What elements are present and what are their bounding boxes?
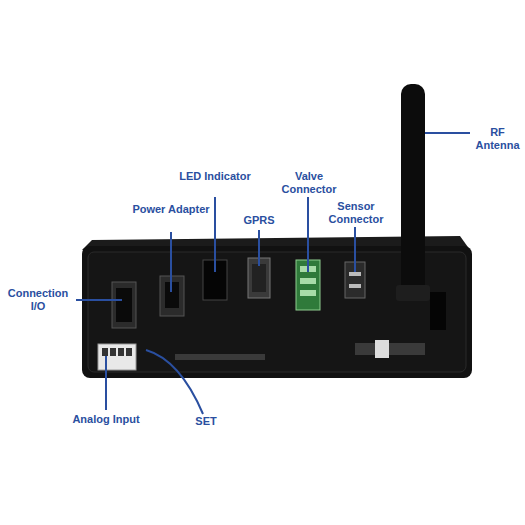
- callout-label: Power Adapter: [130, 203, 212, 216]
- leader-line: [307, 197, 309, 272]
- side-button: [430, 292, 446, 330]
- callout-label: RF Antenna: [470, 126, 525, 152]
- leader-lines: [76, 133, 470, 414]
- terminal-screw: [300, 278, 316, 284]
- dip-lever: [110, 348, 116, 356]
- leader-line: [425, 132, 470, 134]
- antenna: [401, 84, 425, 296]
- dip-lever: [126, 348, 132, 356]
- callout-label: Connection I/O: [0, 287, 76, 313]
- callout-label: Analog Input: [56, 413, 156, 426]
- leader-line: [214, 197, 216, 272]
- terminal-screw: [300, 290, 316, 296]
- callout-label: SET: [186, 415, 226, 428]
- leader-line: [105, 356, 107, 410]
- dip-lever: [102, 348, 108, 356]
- leader-line: [258, 230, 260, 266]
- callout-label: GPRS: [232, 214, 286, 227]
- leader-line: [146, 350, 203, 414]
- callout-label: Valve Connector: [276, 170, 342, 196]
- gprs-port-slot: [252, 264, 266, 292]
- sensor-pin: [349, 272, 361, 276]
- io-port-slot: [116, 288, 132, 322]
- leader-line: [170, 232, 172, 292]
- callout-label: Sensor Connector: [318, 200, 394, 226]
- dip-switch: [98, 344, 136, 370]
- leader-line: [354, 227, 356, 272]
- small-switch: [375, 340, 389, 358]
- callout-label: LED Indicator: [176, 170, 254, 183]
- leader-line: [76, 299, 122, 301]
- antenna-base: [396, 285, 430, 301]
- face-marking: [355, 343, 425, 355]
- dip-lever: [118, 348, 124, 356]
- sensor-pin: [349, 284, 361, 288]
- face-marking: [175, 354, 265, 360]
- io-port: [112, 282, 136, 328]
